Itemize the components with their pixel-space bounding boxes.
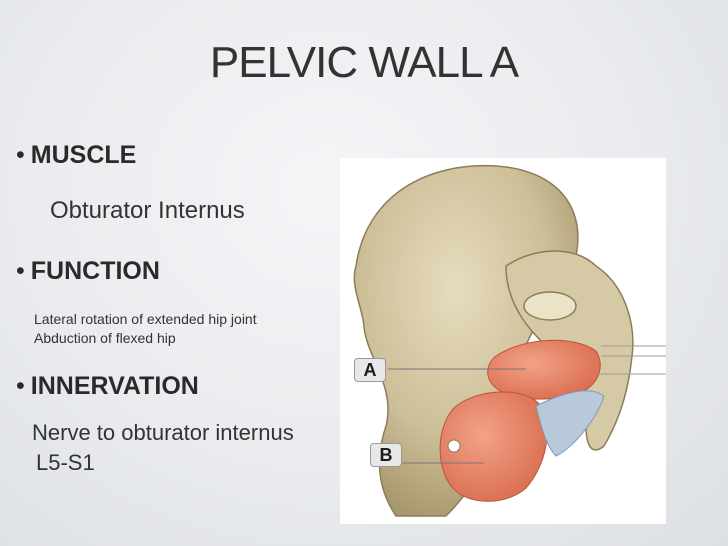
function-line-1: Lateral rotation of extended hip joint [34,311,257,327]
slide-title: PELVIC WALL A [209,38,519,87]
bullet-dot: • [16,141,25,169]
sacrospinous-ligament [535,390,605,457]
figure-label-b: B [370,443,402,467]
pelvis-svg [340,158,666,524]
bullet-function: •FUNCTION [16,257,160,286]
bullet-dot: • [16,372,25,400]
figure-label-a: A [354,358,386,382]
muscle-value: Obturator Internus [50,197,245,224]
innervation-line-2: L5-S1 [36,450,95,475]
obturator-internus-lower [439,391,548,502]
vertebra [523,291,577,321]
function-heading: FUNCTION [30,257,160,285]
bullet-muscle: •MUSCLE [16,141,136,170]
bullet-innervation: •INNERVATION [16,372,199,401]
function-line-2: Abduction of flexed hip [34,330,176,346]
innervation-heading: INNERVATION [30,372,199,400]
bullet-dot: • [16,257,25,285]
muscle-heading: MUSCLE [30,141,137,169]
pelvis-illustration [336,156,666,524]
innervation-line-1: Nerve to obturator internus [32,420,294,445]
foramen [447,439,461,453]
